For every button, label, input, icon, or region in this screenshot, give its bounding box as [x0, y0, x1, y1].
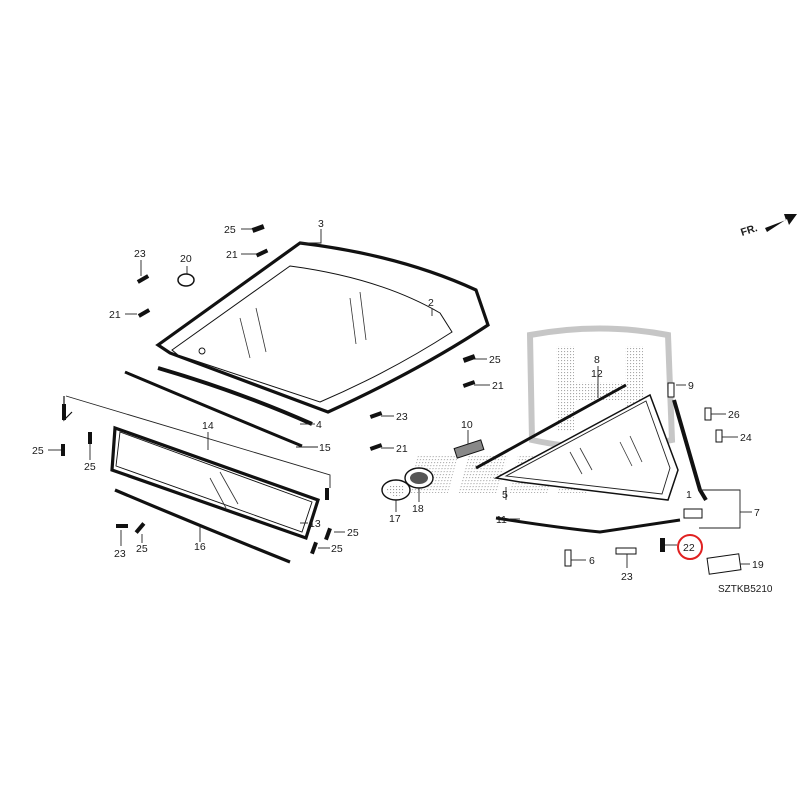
part-15-molding [124, 370, 303, 448]
rear-windshield-assembly [155, 241, 490, 414]
leader-lines [48, 228, 752, 568]
callout-7: 7 [754, 507, 760, 519]
clip-25b [61, 444, 65, 456]
part-1-clip [683, 508, 703, 519]
callout-19: 19 [752, 559, 764, 571]
part-5-glass [493, 393, 679, 501]
clip-25e [325, 488, 329, 500]
part-24-clip [715, 429, 723, 443]
highlight-circle [677, 534, 703, 560]
callout-25: 25 [136, 543, 148, 555]
callout-5: 5 [502, 489, 508, 501]
clip-25a [251, 224, 265, 233]
clip-21b [137, 308, 151, 318]
clip-21c [462, 380, 476, 388]
windshield-moldings [124, 366, 313, 448]
part-23d-clip [615, 547, 637, 555]
callout-21: 21 [109, 309, 121, 321]
front-direction-indicator: FR. [739, 214, 797, 239]
callout-4: 4 [316, 419, 322, 431]
part-2-windshield-glass [171, 265, 453, 403]
part-9-clip [667, 382, 675, 398]
clip-25d [134, 522, 146, 534]
part-4-molding [157, 366, 313, 426]
front-arrow-icon [765, 214, 797, 232]
quarter-glass-assembly [110, 425, 320, 564]
callout-labels: 25 21 3 23 20 21 2 4 15 14 25 25 13 16 2… [32, 218, 773, 595]
callout-21: 21 [396, 443, 408, 455]
callout-12: 12 [591, 368, 603, 380]
clip-23a [136, 274, 150, 284]
callout-24: 24 [740, 432, 752, 444]
clip-23c [369, 411, 383, 419]
part-20-bumper [177, 273, 195, 287]
callout-26: 26 [728, 409, 740, 421]
callout-20: 20 [180, 253, 192, 265]
callout-2: 2 [428, 297, 434, 309]
callout-14: 14 [202, 420, 214, 432]
callout-21: 21 [226, 249, 238, 261]
part-9-molding [672, 399, 708, 502]
part-6-clip [564, 549, 572, 567]
callout-21: 21 [492, 380, 504, 392]
fasteners [61, 224, 476, 555]
callout-3: 3 [318, 218, 324, 230]
callout-8: 8 [594, 354, 600, 366]
callout-25: 25 [32, 445, 44, 457]
callout-16: 16 [194, 541, 206, 553]
callout-22-highlighted: 22 [683, 542, 695, 554]
callout-23: 23 [396, 411, 408, 423]
callout-15: 15 [319, 442, 331, 454]
callout-18: 18 [412, 503, 424, 515]
part-12-molding [475, 383, 627, 470]
callout-25: 25 [347, 527, 359, 539]
callout-10: 10 [461, 419, 473, 431]
callout-23: 23 [621, 571, 633, 583]
front-direction-label: FR. [739, 222, 759, 239]
callout-25: 25 [84, 461, 96, 473]
clip-25c [88, 432, 92, 444]
part-22-clip [660, 538, 665, 552]
part-19-label [706, 553, 742, 575]
callout-11: 11 [496, 514, 507, 526]
part-16-molding [114, 488, 291, 564]
callout-13: 13 [309, 518, 321, 530]
clip-21d [369, 443, 383, 451]
callout-25: 25 [224, 224, 236, 236]
diagram-code: SZTKB5210 [718, 584, 773, 595]
part-11-molding [495, 516, 681, 534]
part-10-seal [453, 439, 485, 459]
clip-25g [310, 541, 318, 555]
part-13-panel-inner [115, 431, 313, 533]
grommets [381, 467, 434, 501]
clip-25f [324, 527, 332, 541]
callout-23: 23 [114, 548, 126, 560]
callout-6: 6 [589, 555, 595, 567]
clip-25h [462, 354, 476, 363]
side-window-assembly [475, 382, 742, 575]
clip-23b [116, 524, 128, 528]
callout-25: 25 [489, 354, 501, 366]
callout-9: 9 [688, 380, 694, 392]
part-26-clip [704, 407, 712, 421]
clip-21a [255, 248, 269, 258]
callout-23: 23 [134, 248, 146, 260]
callout-25: 25 [331, 543, 343, 555]
callout-17: 17 [389, 513, 401, 525]
callout-1: 1 [686, 489, 692, 501]
